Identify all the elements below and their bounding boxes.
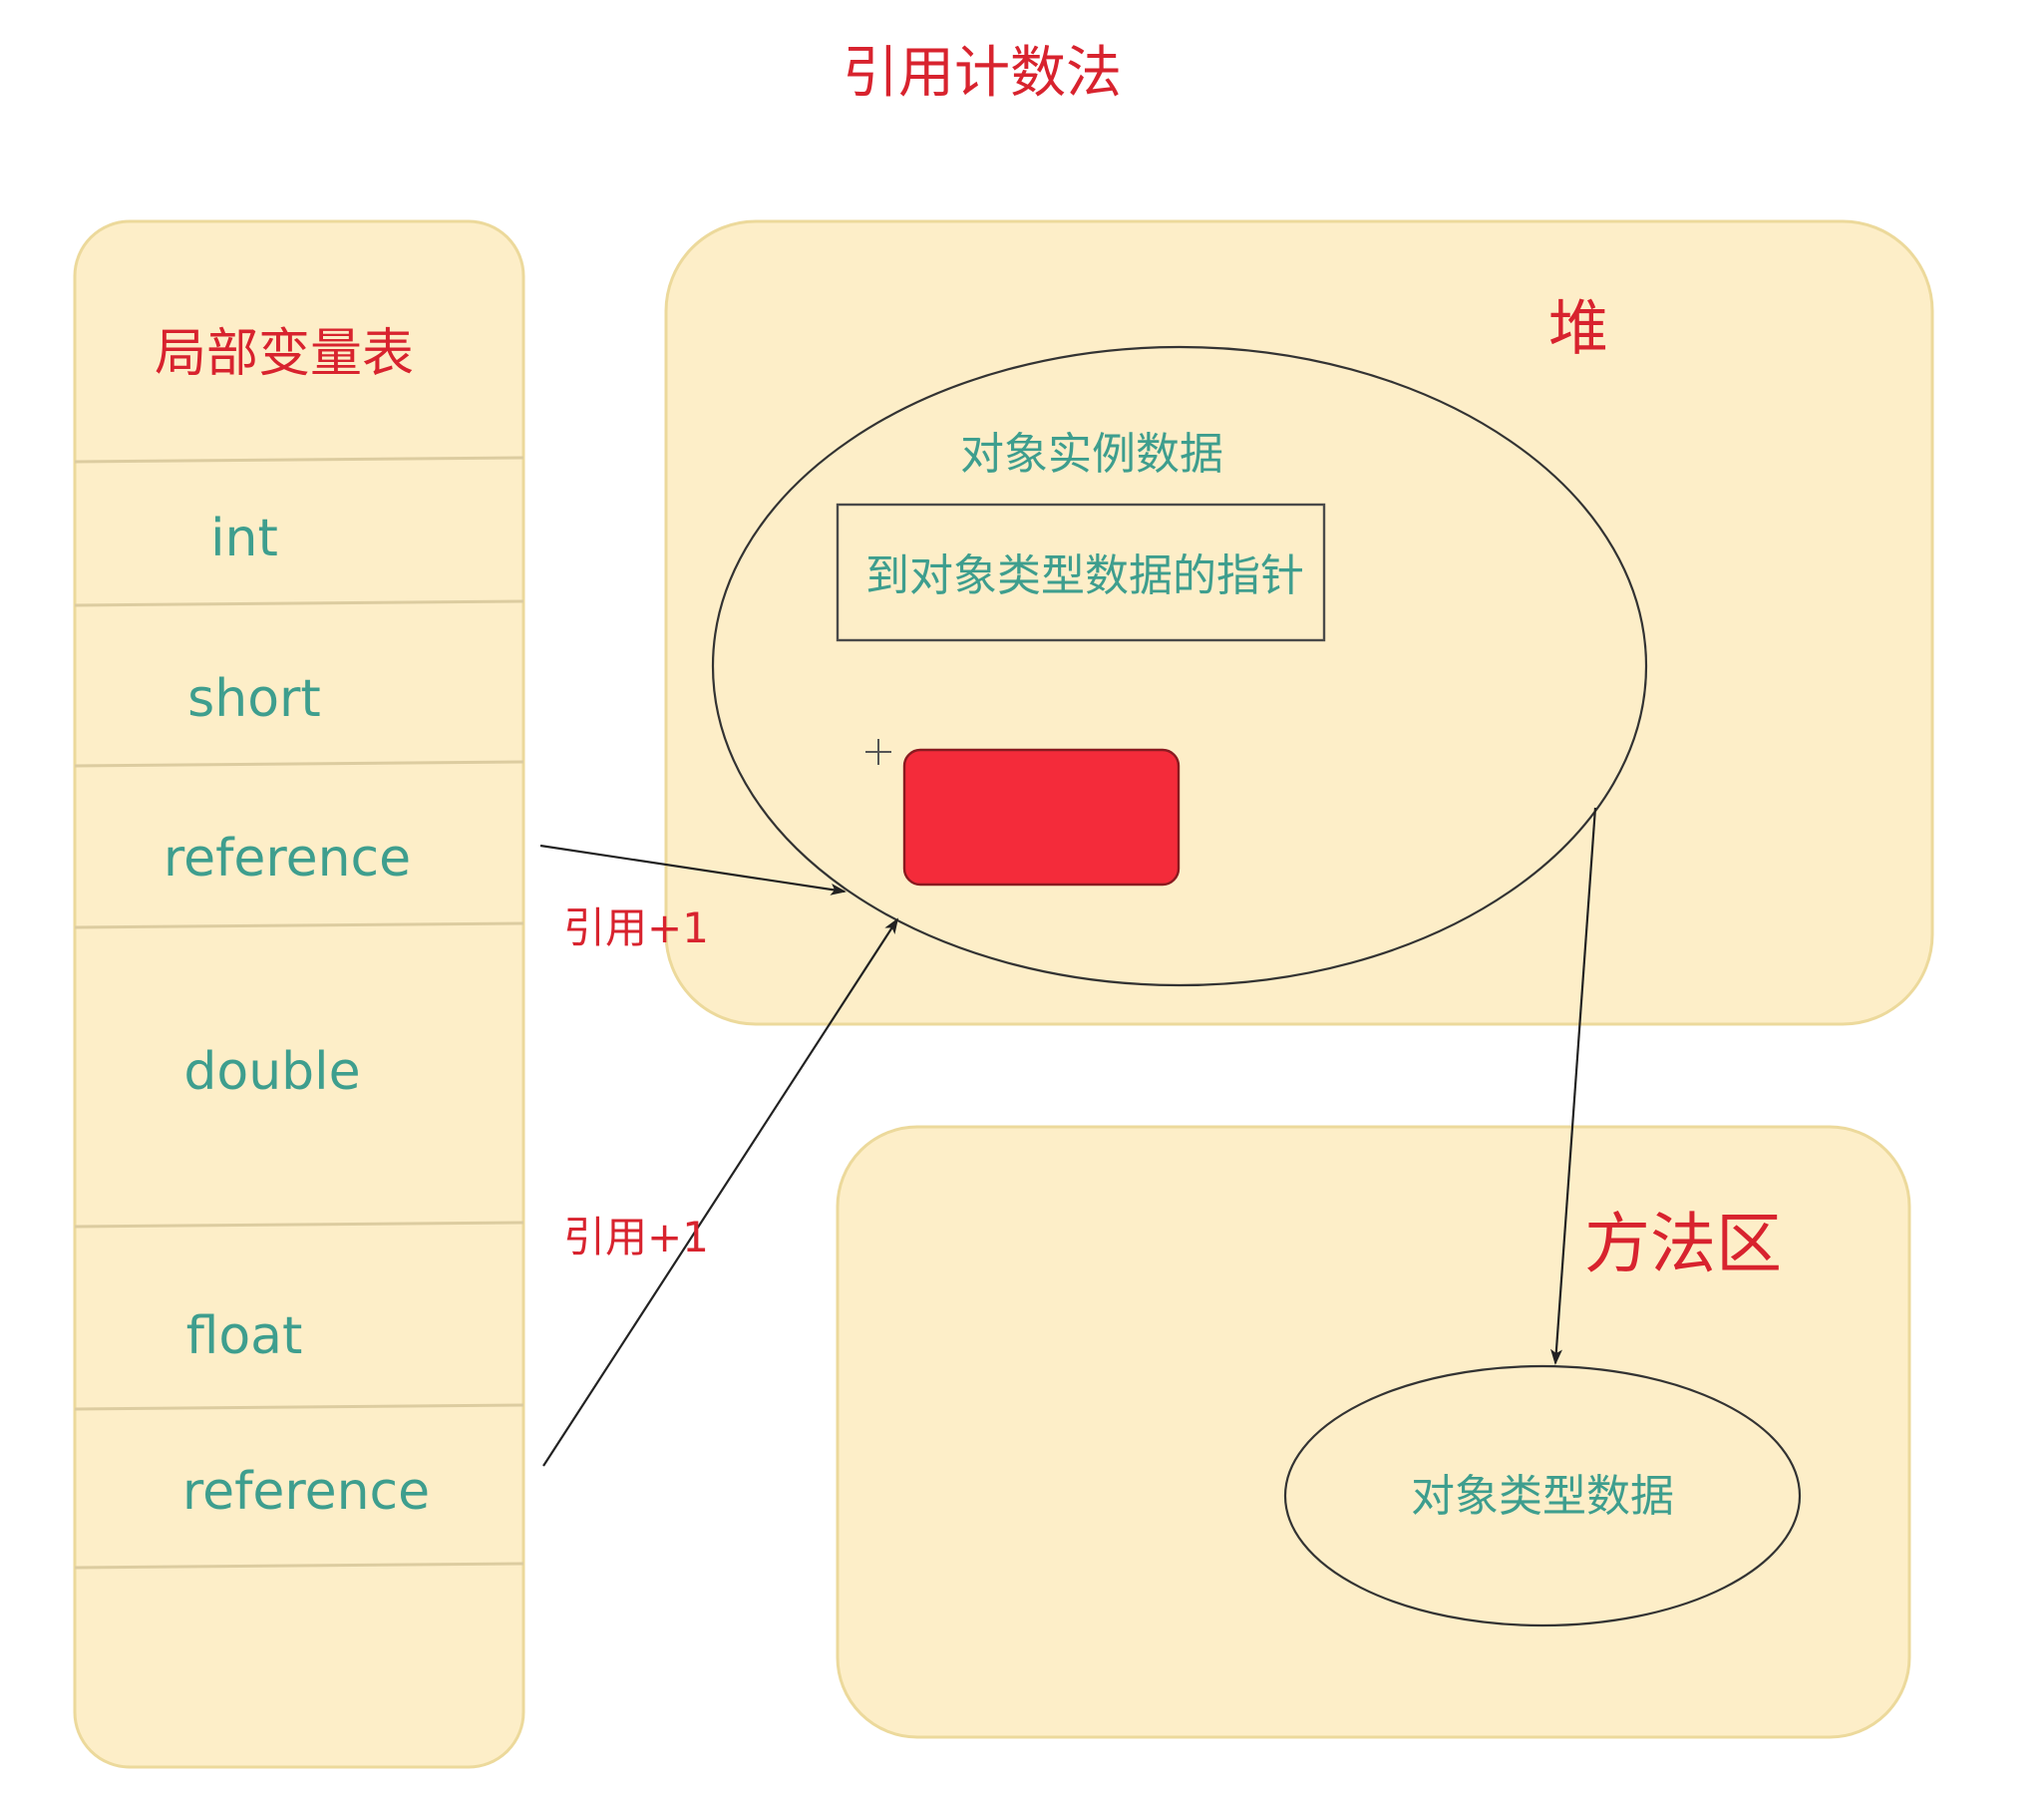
row-divider — [74, 760, 524, 768]
row-divider — [74, 1403, 524, 1411]
row-reference: reference — [182, 1462, 430, 1522]
row-divider — [74, 599, 524, 607]
row-divider — [74, 921, 524, 929]
row-reference: reference — [164, 829, 411, 889]
type-data-label: 对象类型数据 — [1411, 1471, 1674, 1522]
method-area-panel — [836, 1125, 1911, 1739]
arrow-reference-2 — [542, 917, 899, 1467]
local-variable-table-panel — [73, 219, 525, 1769]
heap-panel — [664, 219, 1934, 1026]
reference-arrows: 引用+1 引用+1 — [539, 807, 1597, 1467]
local-variable-table-header: 局部变量表 — [155, 324, 414, 384]
page-title: 引用计数法 — [843, 41, 1122, 106]
local-variable-table: 局部变量表 int short reference double float r… — [73, 219, 525, 1769]
type-data-ellipse — [1283, 1364, 1802, 1627]
row-divider — [74, 456, 524, 464]
type-pointer-label: 到对象类型数据的指针 — [865, 550, 1304, 601]
method-area: 方法区 对象类型数据 — [836, 1125, 1911, 1739]
row-int: int — [210, 509, 278, 568]
heap-label: 堆 — [1548, 294, 1608, 364]
type-pointer-box — [836, 503, 1326, 642]
heap-area: 堆 对象实例数据 到对象类型数据的指针 — [664, 219, 1934, 1026]
row-float: float — [186, 1306, 303, 1366]
row-double: double — [183, 1042, 360, 1102]
row-divider — [74, 1221, 524, 1229]
arrow-reference-1 — [539, 844, 847, 896]
row-divider — [74, 1562, 524, 1570]
ref-count-label-2: 引用+1 — [563, 1213, 709, 1261]
method-area-label: 方法区 — [1584, 1206, 1782, 1282]
ref-count-label-1: 引用+1 — [563, 903, 709, 952]
object-instance-label: 对象实例数据 — [960, 429, 1223, 480]
row-short: short — [187, 669, 321, 729]
object-instance-ellipse — [711, 345, 1648, 987]
arrow-type-pointer — [1550, 807, 1597, 1365]
plus-icon — [865, 739, 891, 765]
counter-block — [902, 748, 1181, 887]
